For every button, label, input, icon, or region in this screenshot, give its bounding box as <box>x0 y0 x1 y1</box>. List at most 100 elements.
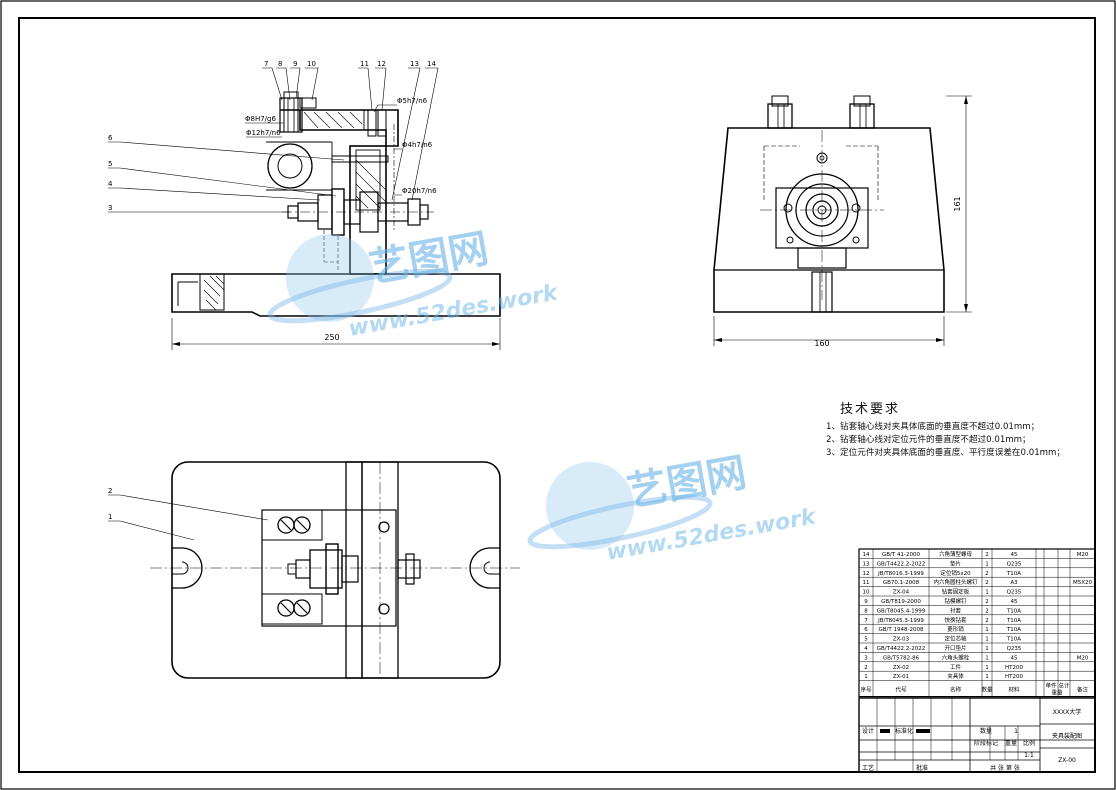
watermark-cn-1: 艺图网 <box>366 226 492 292</box>
bom-header-note: 备注 <box>1077 686 1089 694</box>
standard-label: 标准化 <box>895 727 913 735</box>
approve-label: 批准 <box>916 764 928 772</box>
balloon-11: 11 <box>360 60 369 68</box>
bom-header-single: 单件 <box>1045 682 1057 690</box>
drawing-number: ZX-00 <box>1058 757 1076 764</box>
bom-cell-name: 垫片 <box>950 559 961 567</box>
bom-header-weight: 重量 <box>1051 689 1063 697</box>
fit-1: Φ8H7/g6 <box>245 115 276 123</box>
bom-cell-qty: 2 <box>985 608 989 614</box>
bom-header-name: 名称 <box>950 686 962 694</box>
bom-cell-mat: Q235 <box>1007 561 1022 567</box>
watermark-lower: 艺图网 www.52des.work <box>527 450 819 566</box>
bom-cell-code: ZX-04 <box>893 590 910 596</box>
bom-header-code: 代号 <box>895 686 907 694</box>
qty-value: 1 <box>1014 728 1018 735</box>
bom-cell-code: GB/T5782-86 <box>883 655 920 661</box>
process-label: 工艺 <box>862 764 874 772</box>
fit-5: Φ20h7/n6 <box>402 187 437 195</box>
fit-leaders <box>245 104 402 196</box>
balloon-leaders <box>108 67 439 541</box>
balloon-5: 5 <box>108 160 112 168</box>
bom-cell-qty: 1 <box>985 627 989 633</box>
bom-cell-mat: T10A <box>1006 571 1021 577</box>
bom-cell-no: 4 <box>864 646 868 652</box>
bom-cell-qty: 1 <box>985 637 989 643</box>
bom-cell-no: 12 <box>863 571 870 577</box>
bom-cell-name: 工件 <box>950 663 962 671</box>
bom-cell-name: 快换钻套 <box>944 616 967 624</box>
bom-cell-mat: T10A <box>1006 627 1021 633</box>
design-label: 设计 <box>862 727 874 735</box>
balloon-8: 8 <box>278 60 282 68</box>
bom-cell-code: GB/T4422.2-2022 <box>877 646 925 652</box>
bom-cell-no: 2 <box>864 665 868 671</box>
tech-heading: 技术要求 <box>840 402 901 417</box>
balloon-3: 3 <box>108 204 112 212</box>
bom-cell-name: 内六角圆柱头螺钉 <box>933 578 978 586</box>
bom-cell-no: 7 <box>864 618 868 624</box>
title-block <box>858 697 1096 773</box>
bom-cell-qty: 1 <box>985 674 989 680</box>
bom-cell-mat: T10A <box>1006 608 1021 614</box>
bom-cell-qty: 1 <box>985 655 989 661</box>
bom-cell-name: 钻套固定板 <box>942 588 970 596</box>
bom-cell-qty: 2 <box>985 599 989 605</box>
bom-cell-mat: HT200 <box>1005 665 1023 671</box>
bom-header-mat: 材料 <box>1008 686 1020 694</box>
bom-cell-name: 六角头螺栓 <box>942 653 970 661</box>
balloon-9: 9 <box>293 60 297 68</box>
bom-cell-no: 13 <box>863 561 870 567</box>
bom-cell-code: GB70.1-2008 <box>883 580 920 586</box>
bom-cell-qty: 1 <box>985 561 989 567</box>
bom-cell-code: GB/T8045.4-1999 <box>877 608 926 614</box>
bom-cell-name: 衬套 <box>950 606 962 614</box>
bom-cell-note: M20 <box>1077 655 1089 661</box>
bom-cell-code: ZX-03 <box>893 637 910 643</box>
tech-line-1: 1、钻套轴心线对夹具体底面的垂直度不超过0.01mm； <box>826 422 1040 432</box>
bom-cell-code: ZX-01 <box>893 674 909 680</box>
scale-label: 比例 <box>1023 739 1035 747</box>
mark-label: 阶段标记 <box>974 739 998 747</box>
balloon-1: 1 <box>108 513 112 521</box>
bom-cell-name: 定位芯轴 <box>944 635 967 643</box>
bom-cell-no: 11 <box>863 580 870 586</box>
side-view <box>713 95 972 346</box>
bom-cell-qty: 2 <box>985 552 989 558</box>
tech-line-2: 2、钻套轴心线对定位元件的垂直度不超过0.01mm； <box>826 435 1031 445</box>
bom-cell-code: GB/T819-2000 <box>881 599 921 605</box>
bom-cell-name: 钻模螺钉 <box>944 597 967 605</box>
bom-header-no: 序号 <box>860 686 872 694</box>
bom-cell-code: GB/T4422.2-2022 <box>877 561 925 567</box>
tech-line-3: 3、定位元件对夹具体底面的垂直度、平行度误差在0.01mm； <box>826 448 1066 458</box>
bom-cell-no: 3 <box>864 655 868 661</box>
balloon-2: 2 <box>108 487 112 495</box>
bom-cell-code: GB/T 41-2000 <box>882 552 920 558</box>
watermark-upper: 艺图网 www.52des.work <box>267 226 561 342</box>
bom-cell-mat: 45 <box>1011 599 1018 605</box>
bom-cell-name: 开口垫片 <box>944 644 966 652</box>
balloon-14: 14 <box>427 60 436 68</box>
bom-cell-code: JB/T8016.3-1999 <box>877 571 924 577</box>
bom-cell-no: 8 <box>864 608 868 614</box>
bom-header-total: 总计 <box>1058 682 1070 690</box>
bom-cell-no: 6 <box>864 627 868 633</box>
bom-cell-qty: 2 <box>985 580 989 586</box>
bom-cell-qty: 2 <box>985 571 989 577</box>
balloon-4: 4 <box>108 180 113 188</box>
bom-cell-note: M5X20 <box>1073 580 1093 586</box>
bom-cell-mat: 45 <box>1011 655 1018 661</box>
bom-cell-no: 5 <box>864 637 868 643</box>
title-block-text: XXXX大学 夹具装配图 ZX-00 数量 1 阶段标记 重量 比例 1:1 设… <box>862 708 1082 772</box>
bom-cell-name: 夹具体 <box>947 672 964 680</box>
front-view <box>171 91 501 350</box>
bom-cell-qty: 2 <box>985 618 989 624</box>
balloon-10: 10 <box>307 60 316 68</box>
bom-cell-mat: A3 <box>1010 580 1018 586</box>
bom-cell-mat: HT200 <box>1005 674 1023 680</box>
bom-cell-note: M20 <box>1077 552 1089 558</box>
dim-front-width: 250 <box>324 333 339 342</box>
fit-4: Φ4h7/n6 <box>402 141 433 149</box>
bom-header-qty: 数量 <box>981 686 993 694</box>
